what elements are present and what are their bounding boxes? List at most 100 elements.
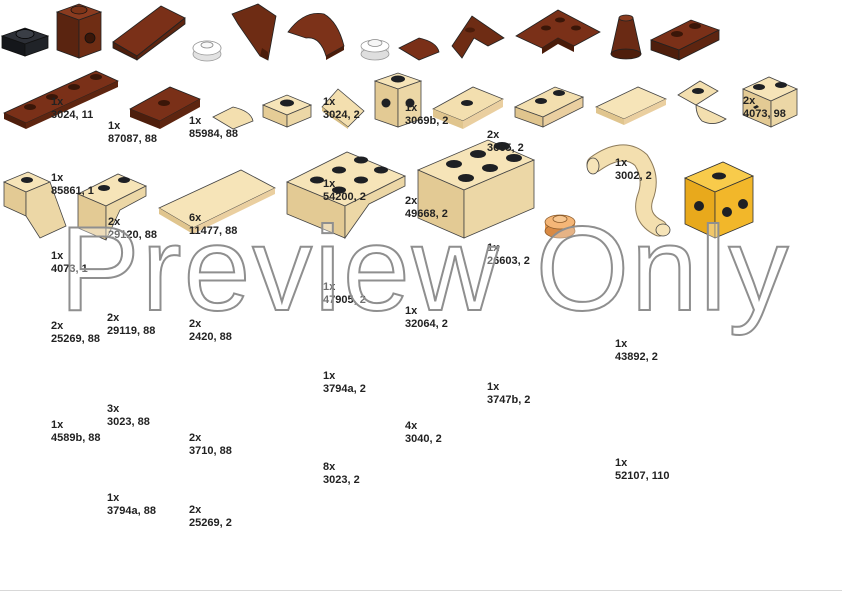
part-qty: 1x: [615, 338, 628, 350]
technic-brick-icon: [741, 76, 798, 128]
inverted-slope-2x3-icon: [286, 151, 407, 240]
part-id: 25269, 2: [189, 517, 232, 529]
round-plate-1x1-icon: [360, 39, 390, 61]
part-qty: 1x: [323, 96, 336, 108]
part-qty: 1x: [323, 178, 336, 190]
part-qty: 2x: [405, 195, 418, 207]
corner-plate-icon: [515, 9, 601, 54]
part-id: 32064, 2: [405, 318, 448, 330]
part-id: 49668, 2: [405, 208, 448, 220]
part-id: 85861, 1: [51, 185, 94, 197]
part-qty: 2x: [108, 216, 121, 228]
part-qty: 4x: [405, 420, 418, 432]
part-id: 47905, 2: [323, 294, 366, 306]
part-id: 3024, 11: [51, 109, 94, 121]
part-qty: 8x: [323, 461, 336, 473]
quarter-tile-tan-icon: [212, 106, 254, 130]
page-divider: [0, 590, 842, 591]
cheese-slope-icon: [321, 88, 365, 129]
part-id: 54200, 2: [323, 191, 366, 203]
part-id: 3069b, 2: [405, 115, 449, 127]
brick-side-stud-icon: [56, 3, 103, 59]
plate-1x1-icon: [0, 27, 50, 57]
brick-studs-sides-icon: [374, 72, 423, 128]
part-qty: 1x: [487, 242, 500, 254]
part-id: 2420, 88: [189, 331, 232, 343]
part-qty: 1x: [323, 370, 336, 382]
part-qty: 1x: [51, 419, 64, 431]
tile-1x2-icon: [594, 86, 667, 125]
part-qty: 1x: [405, 305, 418, 317]
part-qty: 2x: [107, 312, 120, 324]
part-id: 3024, 2: [323, 109, 360, 121]
part-qty: 1x: [323, 281, 336, 293]
part-qty: 1x: [51, 96, 64, 108]
part-qty: 1x: [107, 492, 120, 504]
plate-1x2-tan-icon: [514, 86, 585, 128]
part-id: 3002, 2: [615, 170, 652, 182]
part-id: 3040, 2: [405, 433, 442, 445]
part-id: 4589b, 88: [51, 432, 101, 444]
part-id: 4073, 1: [51, 263, 88, 275]
part-qty: 2x: [189, 318, 202, 330]
brick-2x3-icon: [416, 139, 535, 239]
slope-45-icon: [2, 171, 67, 239]
tile-2x3-icon: [158, 169, 276, 234]
part-qty: 1x: [405, 102, 418, 114]
part-id: 87087, 88: [108, 133, 157, 145]
part-qty: 1x: [51, 172, 64, 184]
part-id: 3665, 2: [487, 142, 524, 154]
part-qty: 1x: [51, 250, 64, 262]
inverted-slope-icon: [77, 173, 148, 241]
part-id: 52107, 110: [615, 470, 670, 482]
part-id: 3023, 88: [107, 416, 150, 428]
part-id: 29119, 88: [107, 325, 156, 337]
part-qty: 1x: [108, 120, 121, 132]
part-id: 3710, 88: [189, 445, 232, 457]
part-qty: 2x: [189, 504, 202, 516]
part-qty: 2x: [743, 95, 756, 107]
part-qty: 1x: [615, 157, 628, 169]
wedge-plate-icon: [231, 3, 277, 61]
part-id: 25269, 88: [51, 333, 100, 345]
part-qty: 2x: [51, 320, 64, 332]
plate-1x4-icon: [3, 70, 119, 129]
part-qty: 1x: [189, 115, 202, 127]
tooth-plate-icon: [677, 80, 727, 124]
part-qty: 3x: [107, 403, 120, 415]
jumper-plate-tan-icon: [431, 86, 504, 129]
part-id: 29120, 88: [108, 229, 157, 241]
part-id: 26603, 2: [487, 255, 530, 267]
round-plate-icon: [192, 40, 222, 62]
part-id: 85984, 88: [189, 128, 238, 140]
part-qty: 2x: [189, 432, 202, 444]
part-qty: 1x: [487, 381, 500, 393]
part-id: 11477, 88: [189, 225, 238, 237]
plate-1x1-tan-icon: [262, 94, 313, 128]
